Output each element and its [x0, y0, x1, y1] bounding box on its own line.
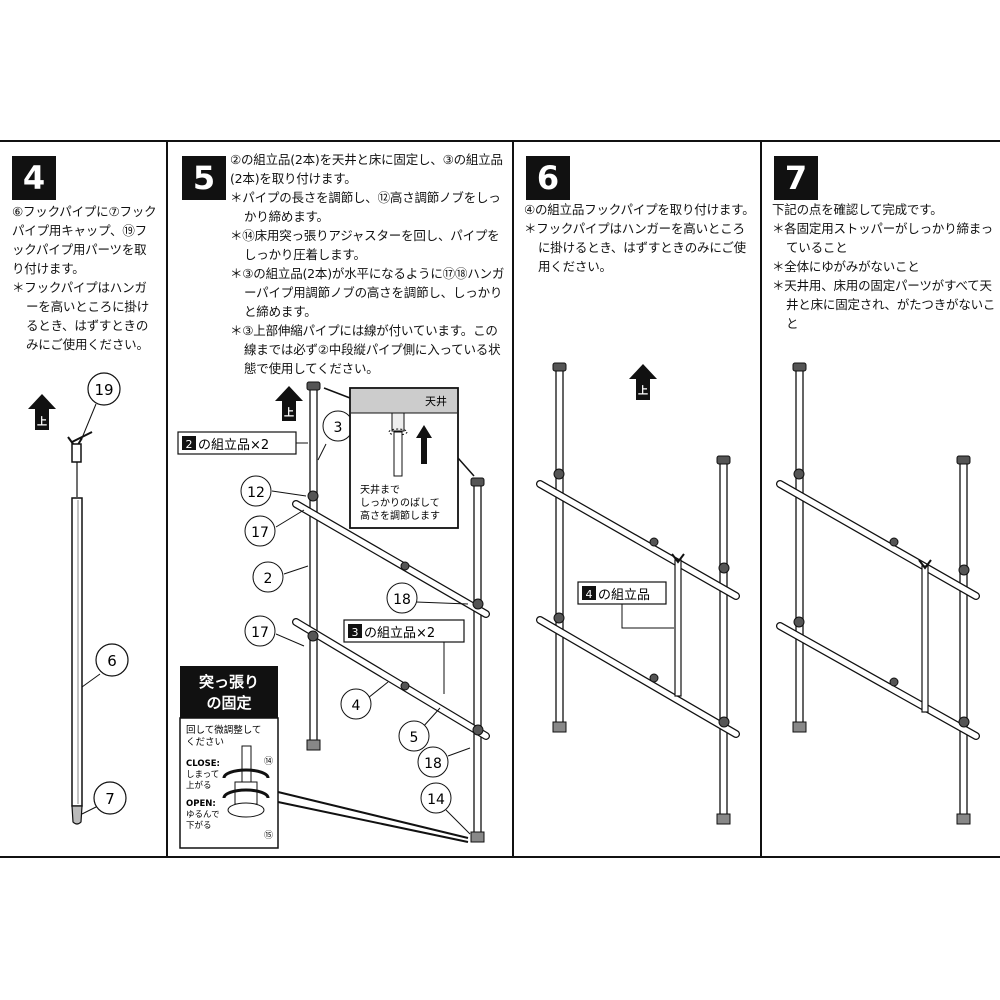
lower-hanger-pipe	[293, 619, 489, 739]
svg-text:12: 12	[247, 485, 265, 501]
step-7-complete-diagram	[776, 362, 980, 825]
callout-7	[93, 781, 127, 815]
upper-hanger-pipe	[293, 501, 489, 617]
up-label: 上	[37, 415, 47, 428]
hook-part-icon	[67, 431, 93, 497]
step-4-panel: 4 ⑥フックパイプに⑦フックパイプ用キャップ、⑲フックパイプ用パーツを取り付けま…	[0, 142, 166, 858]
step-7-note-1: ＊各固定用ストッパーがしっかり締まっていること	[772, 221, 993, 255]
svg-text:18: 18	[424, 756, 442, 772]
right-pole	[473, 481, 482, 839]
step-7-number: 7	[774, 156, 818, 200]
callout-2	[252, 561, 284, 593]
step-5-note-4: ＊③上部伸縮パイプには線が付いています。この線までは必ず②中段縦パイプ側に入って…	[230, 323, 501, 376]
step-6-number: 6	[526, 156, 570, 200]
step-6-instruction: ④の組立品フックパイプを取り付けます。	[524, 202, 755, 217]
callout-17-lower	[244, 615, 276, 647]
svg-text:回して微調整して: 回して微調整して	[186, 724, 261, 736]
callout-7-label: 7	[105, 790, 115, 808]
up-arrow-icon: 上	[629, 364, 657, 400]
svg-text:14: 14	[427, 792, 445, 808]
step-7-panel: 7 下記の点を確認して完成です。 ＊各固定用ストッパーがしっかり締まっていること…	[760, 142, 1000, 858]
step-4-note: ＊フックパイプはハンガーを高いところに掛けるとき、はずすときのみにご使用ください…	[12, 280, 150, 352]
svg-text:ゆるんで: ゆるんで	[186, 810, 220, 820]
callout-18-upper	[386, 582, 418, 614]
step-4-instruction: ⑥フックパイプに⑦フックパイプ用キャップ、⑲フックパイプ用パーツを取り付けます。	[12, 204, 157, 276]
pipe-cap	[71, 805, 83, 825]
step-5-note-2: ＊⑭床用突っ張りアジャスターを回し、パイプをしっかり圧着します。	[230, 228, 500, 262]
svg-text:17: 17	[251, 625, 269, 641]
ceiling-label: 天井	[425, 394, 447, 408]
callout-17-upper	[244, 515, 276, 547]
step-7-note-3: ＊天井用、床用の固定パーツがすべて天井と床に固定され、がたつきがないこと	[772, 278, 996, 331]
callout-4	[340, 688, 372, 720]
assembly-3-label: の組立品×2	[364, 626, 435, 641]
tension-fixing-box: 突っ張り の固定 回して微調整して ください CLOSE: しまって 上がる O…	[179, 666, 469, 849]
svg-text:5: 5	[410, 730, 419, 746]
step-6-assembly-diagram: 上 4 の組立品	[536, 362, 740, 825]
step-4-number: 4	[12, 156, 56, 200]
svg-text:OPEN:: OPEN:	[186, 799, 216, 809]
svg-text:突っ張り: 突っ張り	[199, 673, 259, 691]
step-7-instruction: 下記の点を確認して完成です。	[772, 202, 943, 217]
svg-text:の固定: の固定	[206, 694, 251, 712]
step-5-instruction: ②の組立品(2本)を天井と床に固定し、③の組立品(2本)を取り付けます。	[230, 152, 503, 186]
svg-text:⑮: ⑮	[264, 830, 273, 841]
callout-18-lower	[417, 746, 449, 778]
callout-6	[95, 643, 129, 677]
callout-6-label: 6	[107, 652, 117, 670]
svg-text:17: 17	[251, 525, 269, 541]
assembly-4-label: の組立品	[598, 588, 650, 603]
callout-14	[420, 782, 452, 814]
instruction-sheet: 4 ⑥フックパイプに⑦フックパイプ用キャップ、⑲フックパイプ用パーツを取り付けま…	[0, 140, 1000, 858]
hook-pipe	[674, 559, 682, 697]
ceiling-inset: 天井 天井まで しっかりのばして 高さを調節します	[323, 387, 475, 529]
svg-text:しまって: しまって	[186, 770, 219, 780]
step-7-note-2: ＊全体にゆがみがないこと	[772, 259, 920, 274]
step-6-note: ＊フックパイプはハンガーを高いところに掛けるとき、はずすときのみにご使用ください…	[524, 221, 746, 274]
assembly-3-label-box	[343, 619, 465, 643]
svg-text:上: 上	[638, 384, 648, 397]
step-5-assembly-diagram: 上 2 の組立品×2	[177, 381, 490, 849]
callout-19	[87, 372, 121, 406]
svg-text:天井まで: 天井まで	[360, 483, 400, 496]
arrow-up-icon	[416, 425, 432, 464]
svg-text:ください: ください	[186, 737, 224, 748]
step-6-panel: 6 ④の組立品フックパイプを取り付けます。 ＊フックパイプはハンガーを高いところ…	[512, 142, 762, 858]
assembly-2-label: の組立品×2	[198, 438, 269, 453]
svg-text:2: 2	[186, 438, 193, 451]
svg-text:2: 2	[264, 571, 273, 587]
svg-text:しっかりのばして: しっかりのばして	[360, 497, 440, 509]
step-5-note-1: ＊パイプの長さを調節し、⑫高さ調節ノブをしっかり締めます。	[230, 190, 501, 224]
step-5-panel: 5 ②の組立品(2本)を天井と床に固定し、③の組立品(2本)を取り付けます。 ＊…	[166, 142, 514, 858]
svg-text:4: 4	[586, 588, 593, 601]
svg-text:CLOSE:: CLOSE:	[186, 759, 220, 769]
svg-text:上がる: 上がる	[186, 780, 212, 791]
left-pole	[309, 385, 318, 747]
callout-19-label: 19	[94, 381, 113, 399]
callout-5	[398, 720, 430, 752]
svg-text:18: 18	[393, 592, 411, 608]
step-4-hook-pipe-diagram: 上 19 6 7	[28, 372, 129, 825]
up-arrow-icon: 上	[28, 394, 56, 430]
callout-12	[240, 475, 272, 507]
svg-text:3: 3	[352, 626, 359, 639]
up-arrow-icon: 上	[275, 386, 303, 421]
svg-text:上: 上	[284, 406, 294, 419]
svg-text:高さを調節します: 高さを調節します	[360, 509, 440, 522]
svg-text:⑭: ⑭	[264, 756, 273, 767]
step-5-note-3: ＊③の組立品(2本)が水平になるように⑰⑱ハンガーパイプ用調節ノブの高さを調節し…	[230, 266, 505, 319]
svg-text:3: 3	[334, 420, 343, 436]
step-5-number: 5	[182, 156, 226, 200]
hook-pipe	[71, 497, 83, 807]
svg-text:4: 4	[352, 698, 361, 714]
svg-text:下がる: 下がる	[186, 820, 212, 831]
